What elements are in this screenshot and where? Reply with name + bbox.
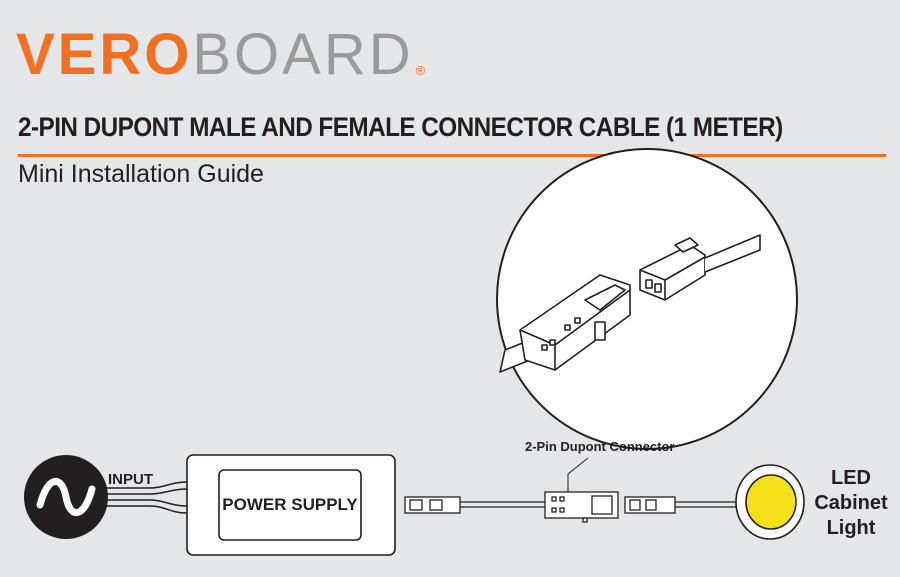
- power-supply-label: POWER SUPPLY: [222, 495, 358, 514]
- power-supply: [186, 454, 396, 556]
- led-label-line-3: Light: [826, 517, 876, 539]
- led-cabinet-light-icon: [735, 464, 805, 540]
- connector-label: 2-Pin Dupont Connector: [525, 439, 675, 454]
- led-label-line-2: Cabinet: [814, 492, 888, 514]
- male-connector-right: [624, 496, 676, 514]
- input-cable: [100, 481, 188, 514]
- connector-closeup: [496, 148, 798, 450]
- logo-vero: VERO: [16, 22, 193, 87]
- cable-assembly: [404, 491, 740, 523]
- registered-mark: ®: [415, 63, 426, 78]
- veroboard-logo: VEROBOARD®: [16, 26, 425, 84]
- logo-board: BOARD: [192, 22, 414, 87]
- female-connector-center: [544, 491, 619, 523]
- ac-source-icon: [24, 455, 108, 539]
- input-label: INPUT: [108, 471, 153, 488]
- title-divider: [18, 154, 886, 157]
- page-subtitle: Mini Installation Guide: [18, 160, 264, 188]
- led-label-line-1: LED: [831, 467, 871, 489]
- page-title: 2-PIN DUPONT MALE AND FEMALE CONNECTOR C…: [18, 112, 783, 142]
- male-connector-left: [404, 496, 461, 514]
- connector-leader-line: [567, 457, 589, 492]
- led-label: LED Cabinet Light: [806, 466, 896, 541]
